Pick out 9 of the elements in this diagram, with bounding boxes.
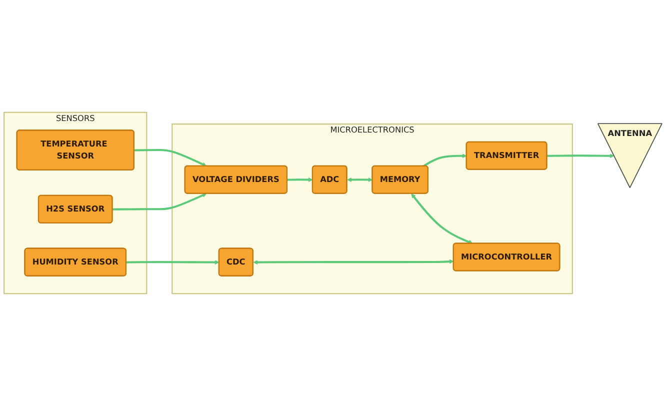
arrow <box>253 259 454 265</box>
arrow <box>126 260 220 265</box>
arrow <box>411 194 473 244</box>
arrow <box>134 149 207 166</box>
arrow <box>347 178 373 182</box>
arrow <box>112 193 207 210</box>
arrow <box>287 178 313 182</box>
arrow <box>546 154 614 158</box>
arrow <box>423 154 467 167</box>
